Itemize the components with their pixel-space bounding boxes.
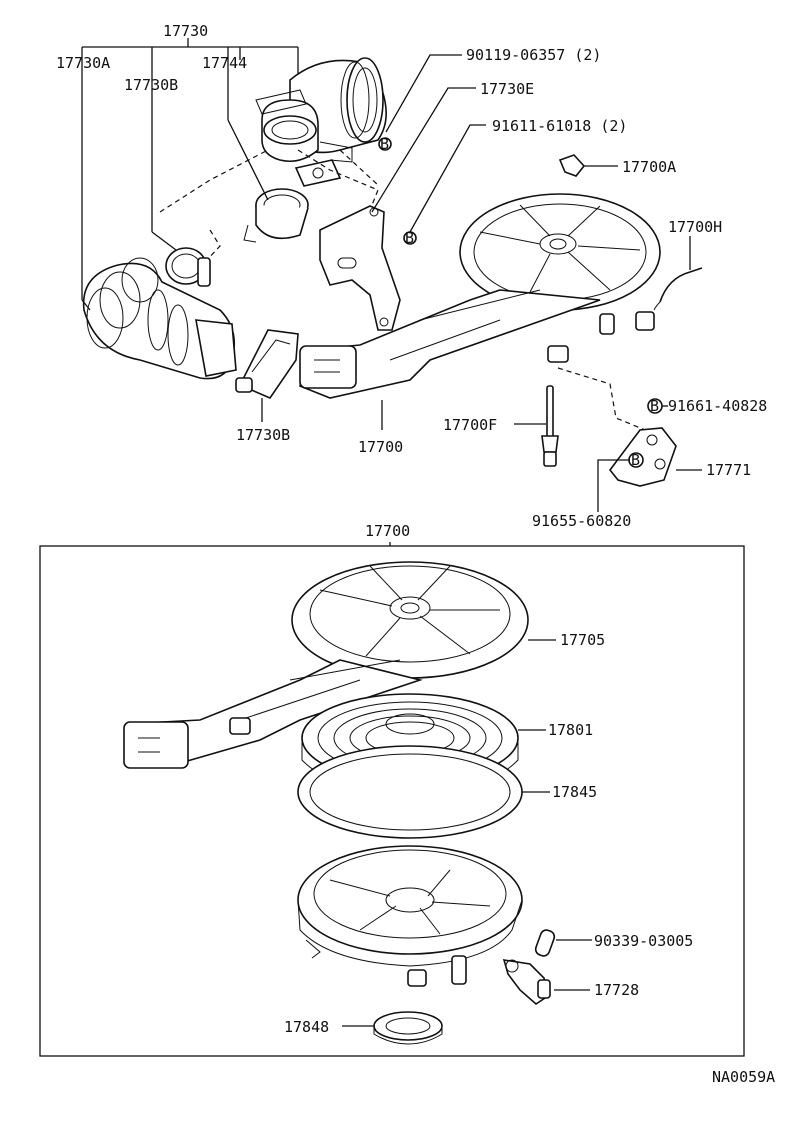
valve-17728 bbox=[502, 959, 590, 1006]
resonator-bracket bbox=[235, 329, 299, 422]
exploded-view-frame bbox=[39, 545, 745, 1057]
bracket-17730E bbox=[319, 205, 401, 331]
label-17771: 17771 bbox=[706, 461, 751, 479]
grommet-17848 bbox=[342, 1011, 443, 1045]
marker-b-91661: B bbox=[650, 397, 659, 415]
stud-bolt-17700F bbox=[514, 385, 559, 467]
label-17700-top: 17700 bbox=[358, 438, 403, 456]
clip-17700A bbox=[558, 154, 618, 177]
label-17700-box: 17700 bbox=[365, 522, 410, 540]
plug-90339 bbox=[534, 929, 592, 957]
label-17730E: 17730E bbox=[480, 80, 534, 98]
label-91655-60820: 91655-60820 bbox=[532, 512, 631, 530]
label-17700H: 17700H bbox=[668, 218, 722, 236]
case-lower bbox=[297, 845, 523, 987]
air-cleaner-assembly-top bbox=[299, 193, 661, 430]
cover-17705 bbox=[123, 561, 556, 769]
label-91661-40828: 91661-40828 bbox=[668, 397, 767, 415]
label-17730A: 17730A bbox=[56, 54, 110, 72]
label-90339-03005: 90339-03005 bbox=[594, 932, 693, 950]
hose-17700H bbox=[653, 236, 703, 311]
hose-clamp bbox=[151, 231, 211, 287]
label-17700A: 17700A bbox=[622, 158, 676, 176]
label-91611-61018: 91611-61018 (2) bbox=[492, 117, 627, 135]
leaders-upper-right bbox=[371, 54, 486, 245]
label-17730B-bottom: 17730B bbox=[236, 426, 290, 444]
label-17801: 17801 bbox=[548, 721, 593, 739]
label-17848: 17848 bbox=[284, 1018, 329, 1036]
marker-b-91655: B bbox=[631, 451, 640, 469]
marker-b-90119: B bbox=[380, 135, 389, 153]
label-17730: 17730 bbox=[163, 22, 208, 40]
label-17700F: 17700F bbox=[443, 416, 497, 434]
intake-hose bbox=[81, 257, 237, 380]
label-17728: 17728 bbox=[594, 981, 639, 999]
label-17730B-top: 17730B bbox=[124, 76, 178, 94]
drawing-code: NA0059A bbox=[712, 1068, 775, 1086]
label-17845: 17845 bbox=[552, 783, 597, 801]
label-90119-06357: 90119-06357 (2) bbox=[466, 46, 601, 64]
air-flow-meter bbox=[255, 57, 387, 187]
gasket-17845 bbox=[297, 745, 550, 839]
label-tree-17730 bbox=[81, 38, 299, 300]
marker-b-91611: B bbox=[405, 229, 414, 247]
gasket-17744 bbox=[227, 119, 309, 243]
bracket-17771 bbox=[597, 398, 702, 512]
label-17744: 17744 bbox=[202, 54, 247, 72]
label-17705: 17705 bbox=[560, 631, 605, 649]
